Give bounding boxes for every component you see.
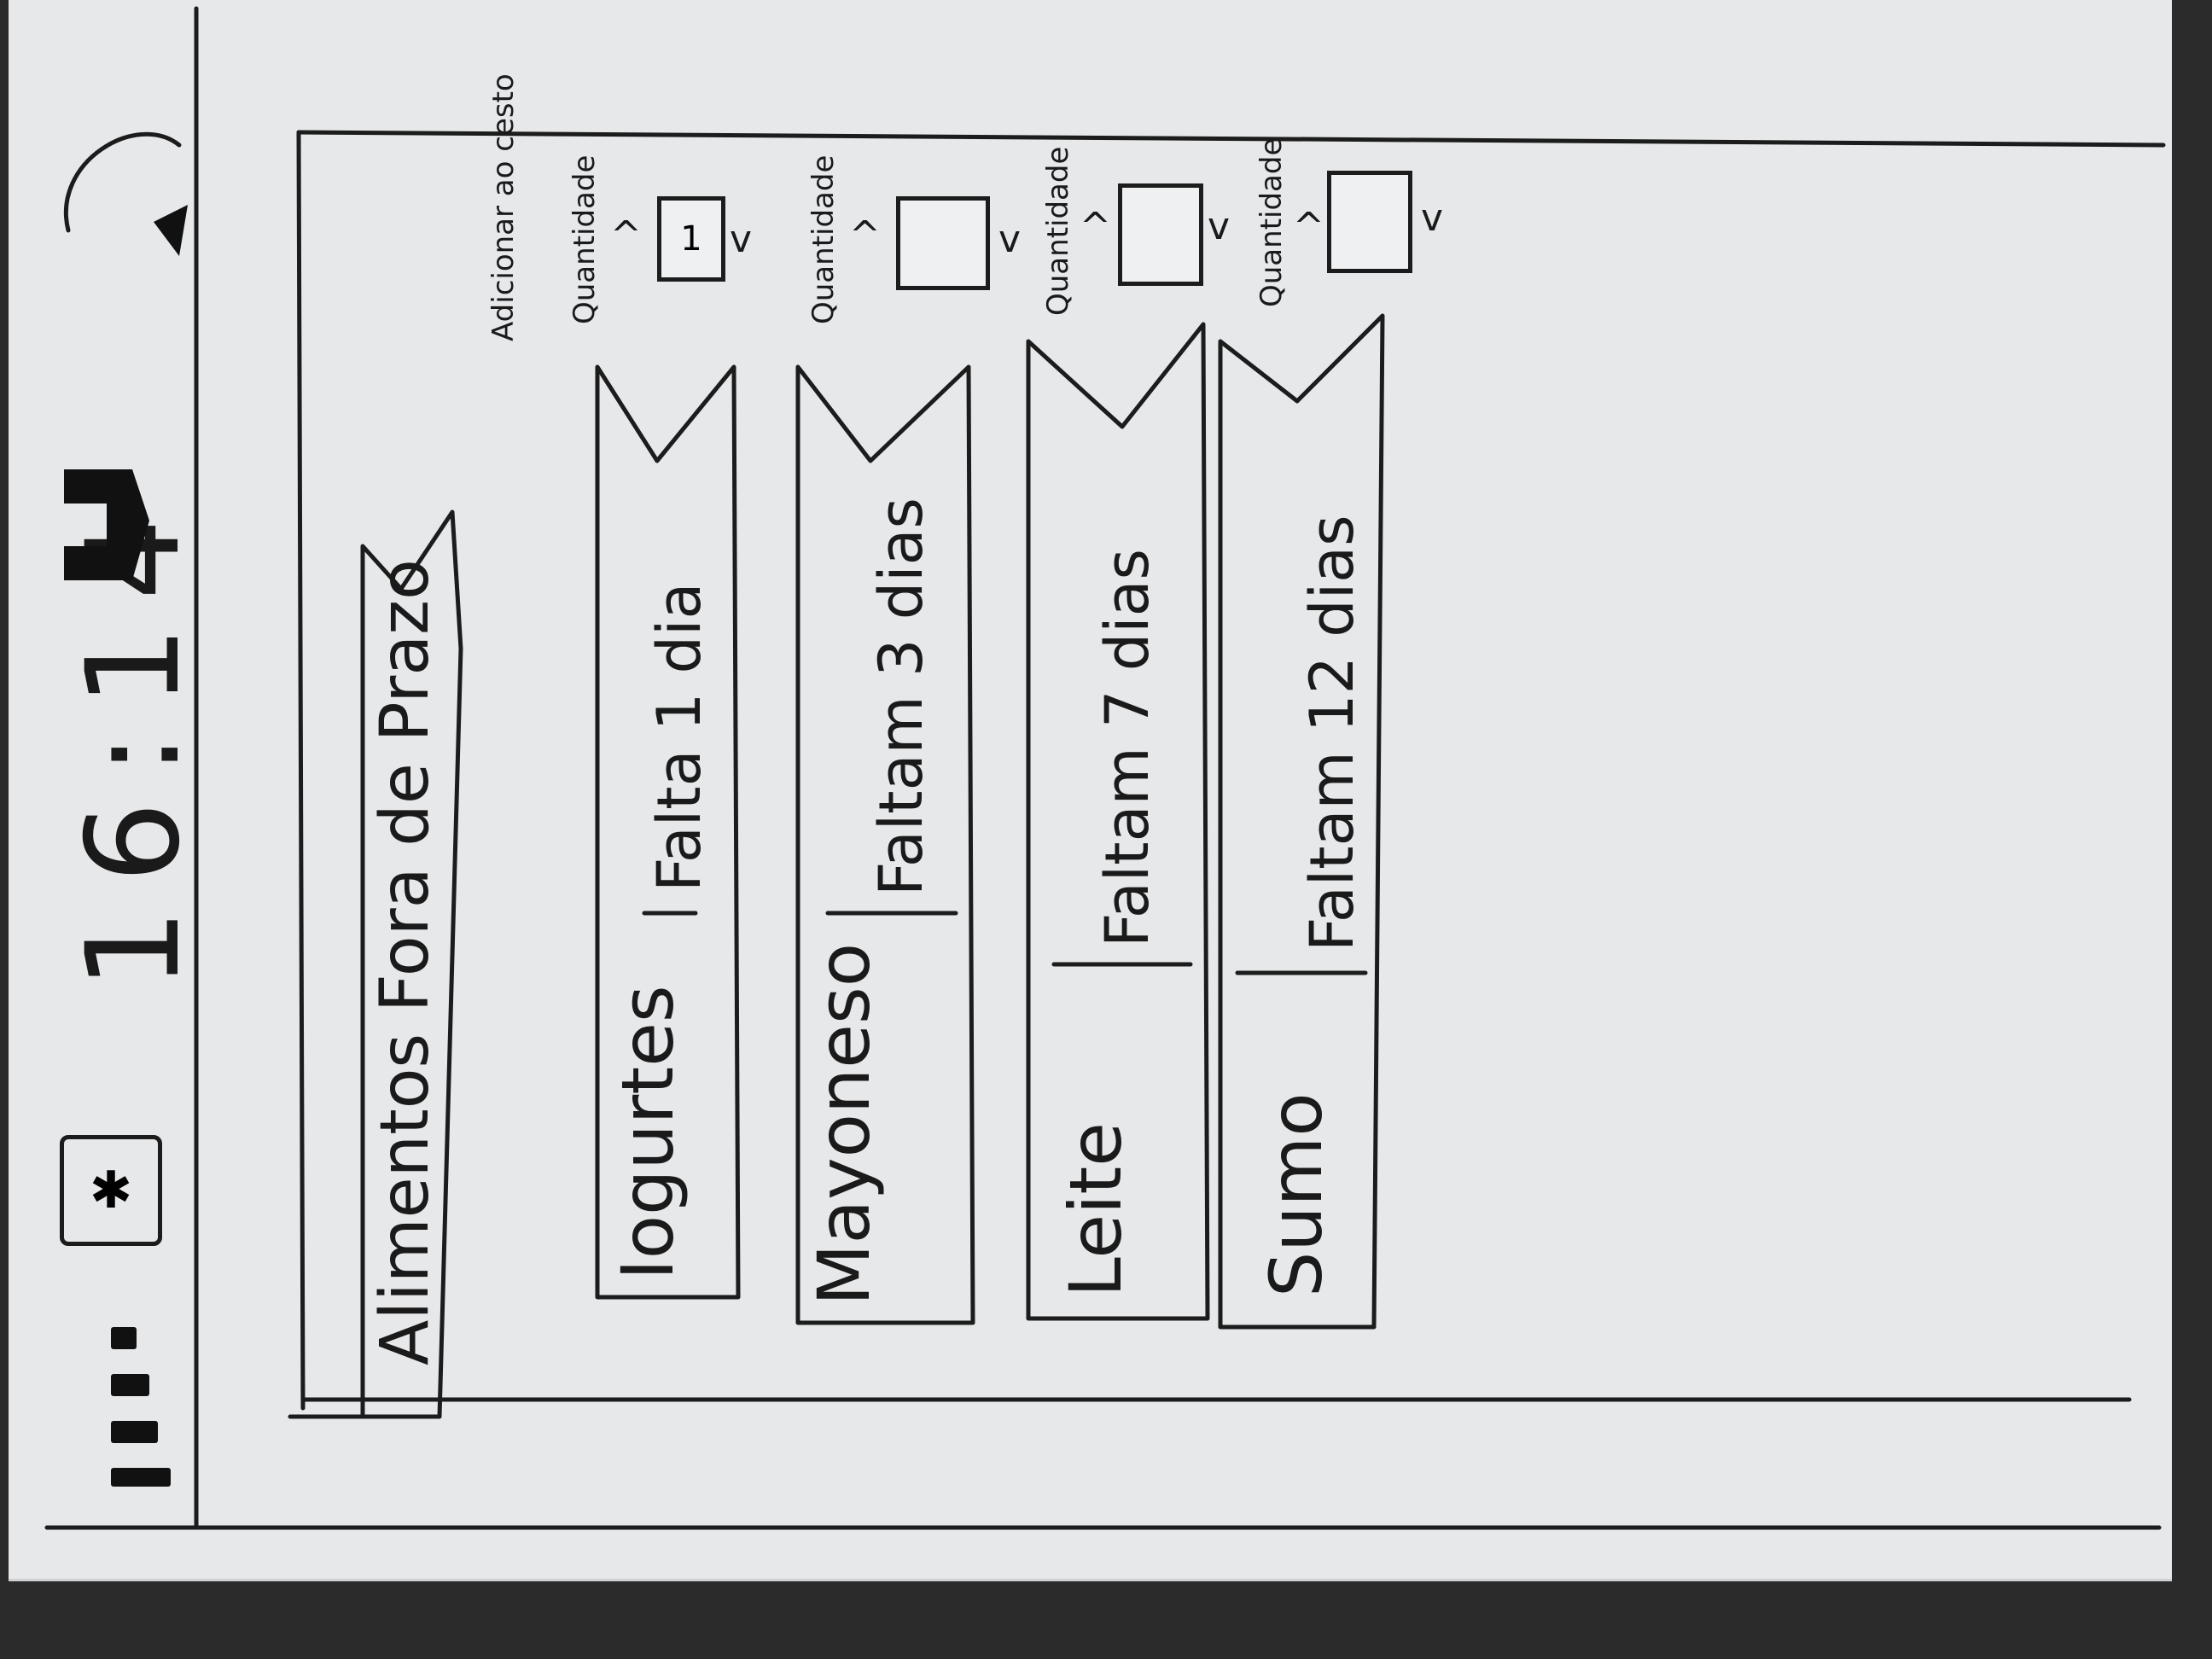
back-arrow-icon[interactable] [51,111,188,282]
quantity-down-icon[interactable]: v [998,218,1022,261]
item-name: Sumo [1254,1092,1338,1297]
quantity-up-icon[interactable]: ^ [1293,205,1324,248]
quantity-down-icon[interactable]: v [1208,205,1231,248]
quantity-label: Quantidade [806,154,841,324]
quantity-up-icon[interactable]: ^ [849,213,881,257]
quantity-label: Quantidade [568,154,602,324]
home-icon[interactable] [55,461,158,589]
quantity-stepper[interactable]: 1 [657,196,725,282]
item-remaining: Falta 1 dia [644,582,714,892]
quantity-up-icon[interactable]: ^ [1080,205,1111,248]
status-bar: ✱ 16:14 [9,0,213,1579]
quantity-stepper[interactable] [896,196,990,290]
quantity-label: Quantidade [1254,137,1289,307]
frame-lines [44,6,2166,1530]
quantity-label: Quantidade [1041,146,1075,316]
quantity-down-icon[interactable]: v [730,218,753,261]
quantity-up-icon[interactable]: ^ [610,213,642,257]
quantity-down-icon[interactable]: v [1421,196,1444,240]
item-name: Mayoneso [802,942,886,1306]
item-remaining: Faltam 12 dias [1297,515,1367,952]
quantity-stepper[interactable] [1118,183,1203,286]
item-remaining: Faltam 7 dias [1092,549,1162,947]
paper-sketch: ✱ 16:14 Alimentos Fora de Prazo Adiciona… [9,0,2172,1581]
add-to-basket-label: Adicionar ao cesto [486,73,521,341]
item-name: Leite [1054,1122,1138,1297]
page-title: Alimentos Fora de Prazo [367,559,444,1365]
item-remaining: Faltam 3 dias [866,498,936,896]
quantity-stepper[interactable] [1327,171,1412,273]
signal-bars-icon [111,1323,179,1511]
item-name: Iogurtes [606,985,690,1280]
bluetooth-icon: ✱ [60,1135,162,1246]
